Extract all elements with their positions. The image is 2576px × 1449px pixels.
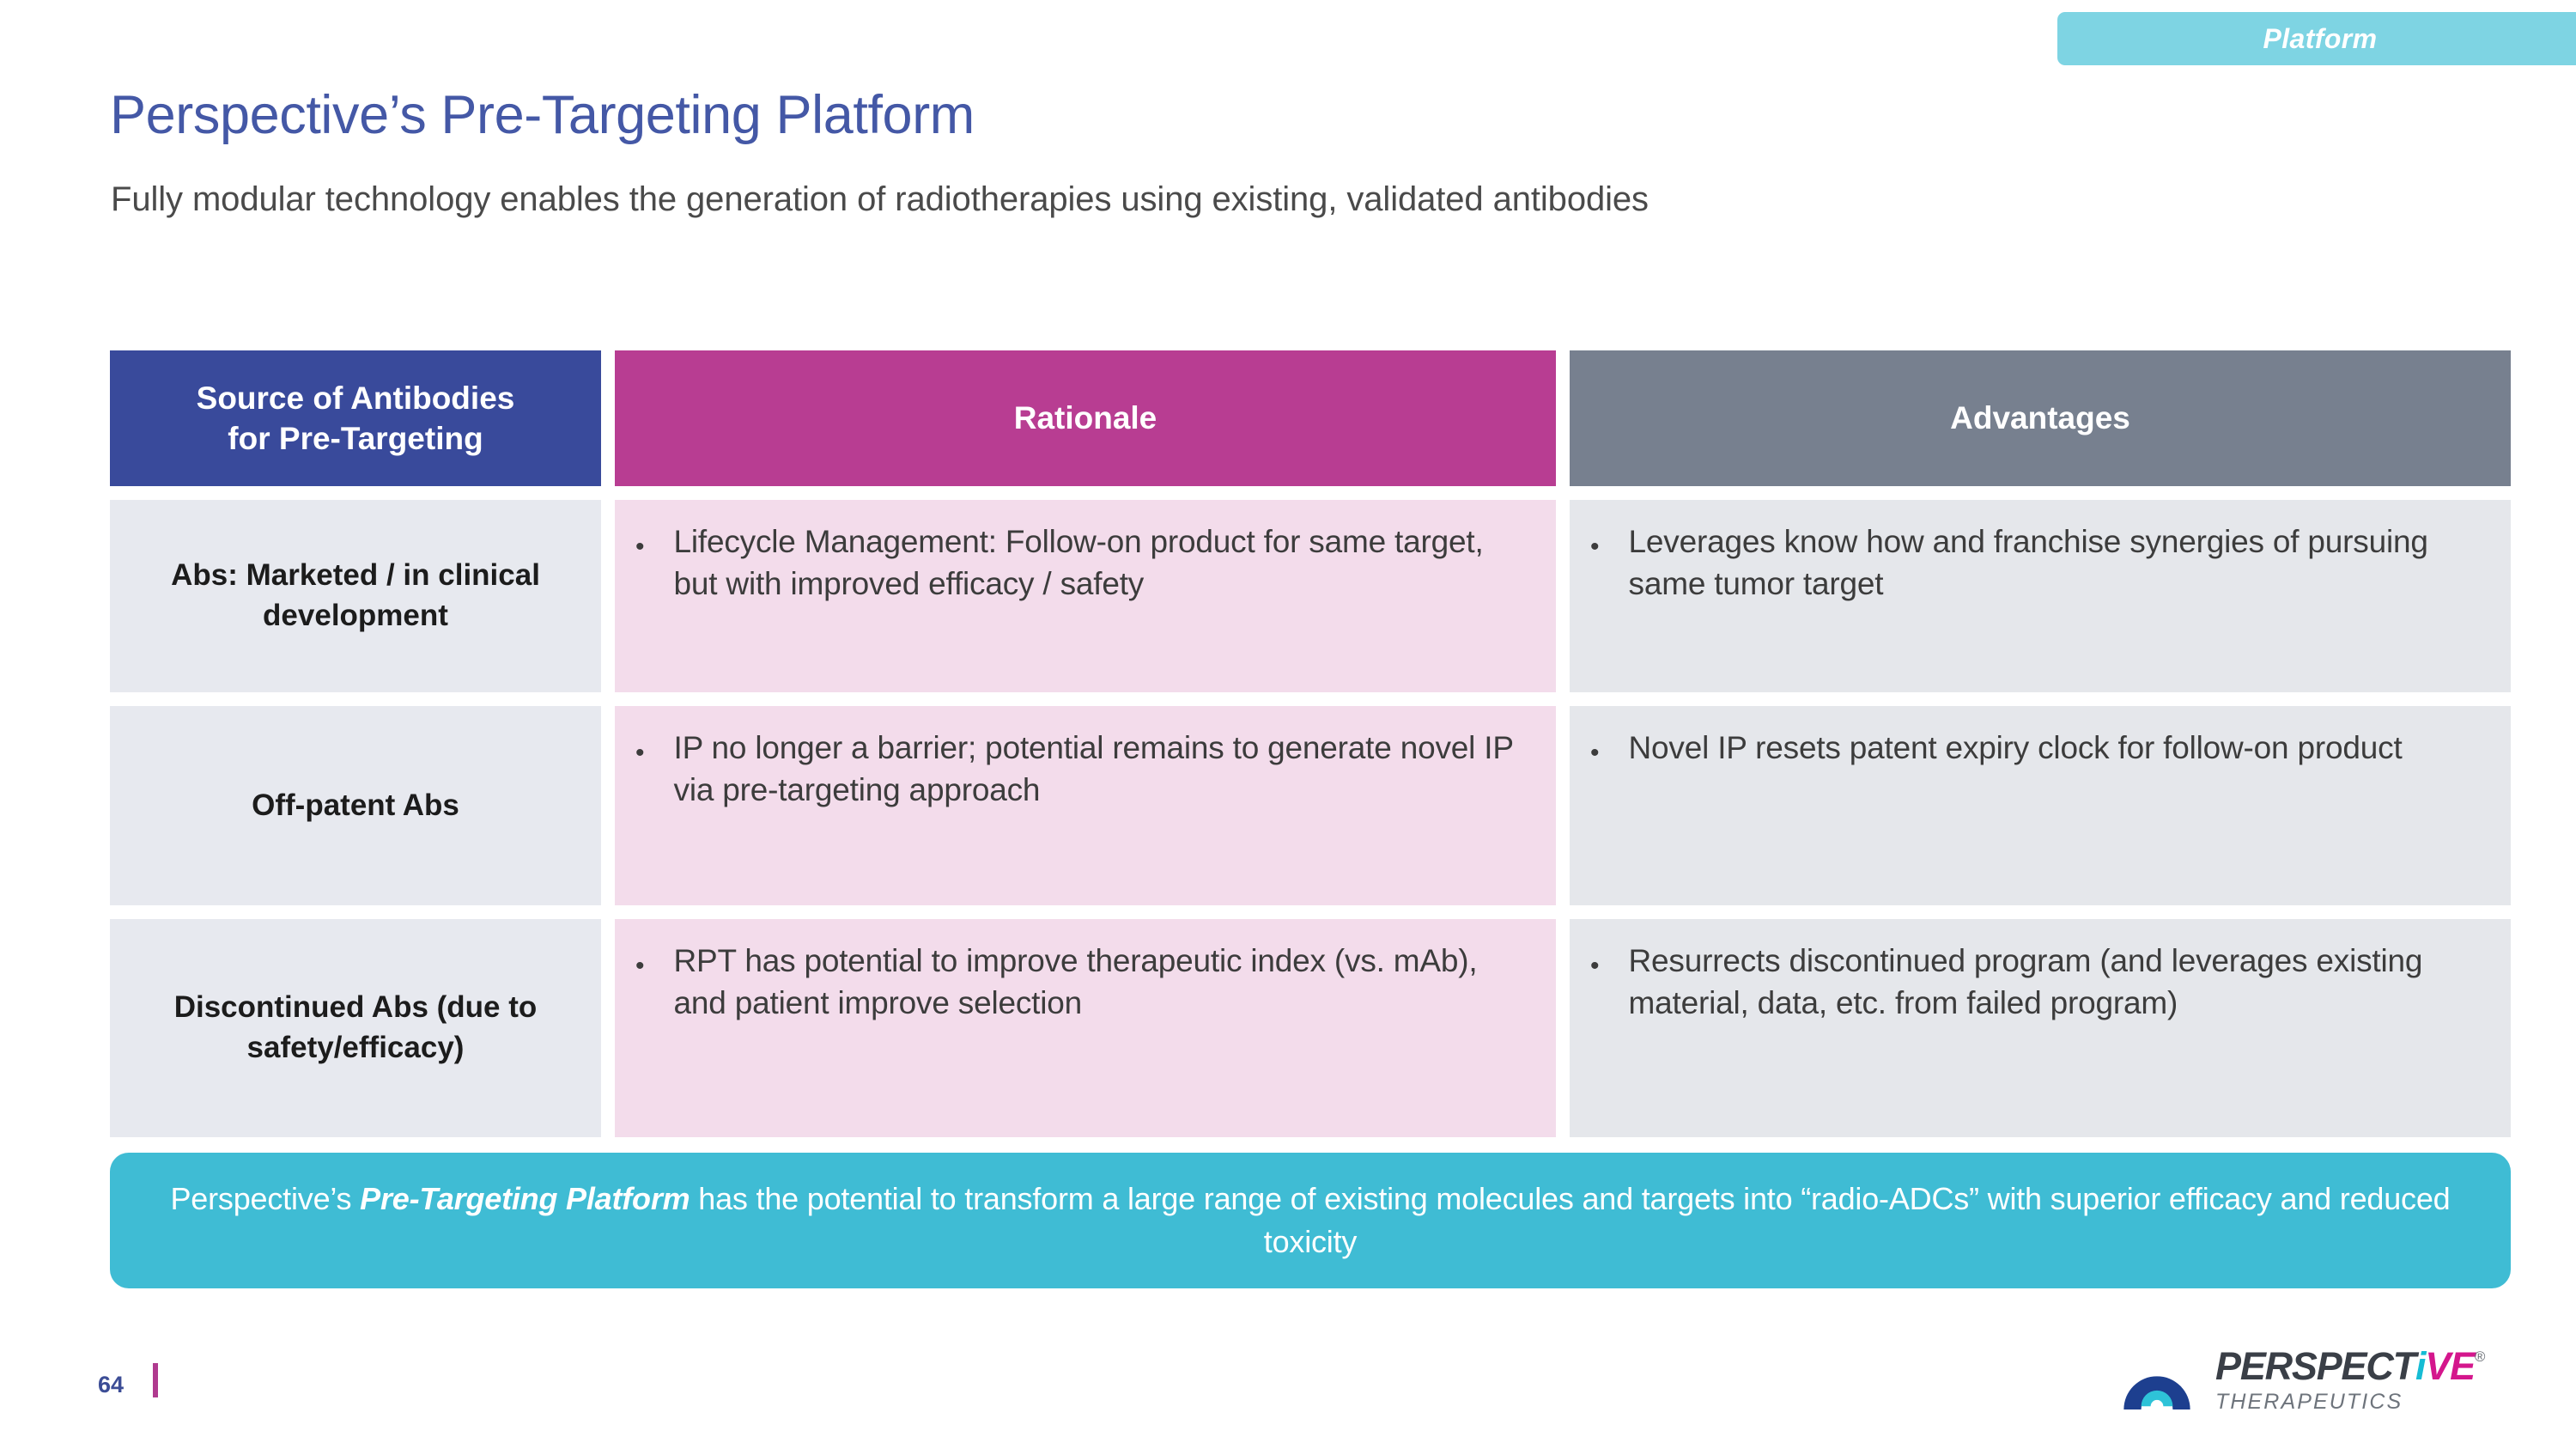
logo-registered-mark: ® [2474, 1348, 2486, 1365]
row-rationale: • RPT has potential to improve therapeut… [615, 919, 1556, 1137]
row-advantages: • Leverages know how and franchise syner… [1570, 500, 2511, 692]
platform-badge: Platform [2057, 12, 2576, 65]
table-row: Discontinued Abs (due to safety/efficacy… [110, 919, 2511, 1137]
summary-banner: Perspective’s Pre-Targeting Platform has… [110, 1153, 2511, 1288]
row-advantages: • Resurrects discontinued program (and l… [1570, 919, 2511, 1137]
row-label: Abs: Marketed / in clinical development [110, 500, 601, 692]
banner-text-before: Perspective’s [170, 1180, 361, 1216]
table-header-rationale: Rationale [615, 350, 1556, 486]
logo-arc-icon [2123, 1376, 2190, 1409]
row-advantages-text: Leverages know how and franchise synergi… [1628, 524, 2428, 602]
bullet-icon: • [635, 739, 645, 767]
platform-badge-label: Platform [2263, 22, 2378, 54]
row-rationale-text: RPT has potential to improve therapeutic… [673, 943, 1478, 1021]
page-subtitle: Fully modular technology enables the gen… [111, 180, 1649, 218]
table-row: Off-patent Abs • IP no longer a barrier;… [110, 706, 2511, 905]
bullet-icon: • [1590, 739, 1600, 767]
table-row: Abs: Marketed / in clinical development … [110, 500, 2511, 692]
table-header-source-line1: Source of Antibodies [196, 380, 515, 416]
logo-name-part1: PERSPECT [2215, 1343, 2416, 1388]
bullet-icon: • [1590, 533, 1600, 561]
logo-tagline: THERAPEUTICS [2215, 1389, 2403, 1414]
banner-text-emphasis: Pre-Targeting Platform [360, 1180, 690, 1216]
comparison-table: Source of Antibodies for Pre-Targeting R… [110, 350, 2511, 1137]
summary-banner-text: Perspective’s Pre-Targeting Platform has… [144, 1178, 2476, 1264]
table-header-row: Source of Antibodies for Pre-Targeting R… [110, 350, 2511, 486]
table-header-advantages: Advantages [1570, 350, 2511, 486]
row-advantages-text: Novel IP resets patent expiry clock for … [1628, 730, 2403, 765]
table-header-source: Source of Antibodies for Pre-Targeting [110, 350, 601, 486]
row-rationale: • Lifecycle Management: Follow-on produc… [615, 500, 1556, 692]
logo-name-part2: i [2415, 1343, 2427, 1388]
table-header-source-line2: for Pre-Targeting [228, 421, 483, 456]
page-title: Perspective’s Pre-Targeting Platform [110, 85, 975, 145]
page-number: 64 [98, 1372, 125, 1397]
logo-name-part3: VE [2425, 1343, 2476, 1388]
row-rationale: • IP no longer a barrier; potential rema… [615, 706, 1556, 905]
row-advantages: • Novel IP resets patent expiry clock fo… [1570, 706, 2511, 905]
row-label: Off-patent Abs [110, 706, 601, 905]
banner-text-after: has the potential to transform a large r… [690, 1180, 2451, 1259]
row-rationale-text: Lifecycle Management: Follow-on product … [673, 524, 1484, 602]
page-divider [153, 1363, 158, 1397]
row-label: Discontinued Abs (due to safety/efficacy… [110, 919, 601, 1137]
bullet-icon: • [1590, 952, 1600, 980]
row-advantages-text: Resurrects discontinued program (and lev… [1628, 943, 2423, 1021]
bullet-icon: • [635, 952, 645, 980]
row-rationale-text: IP no longer a barrier; potential remain… [673, 730, 1514, 808]
bullet-icon: • [635, 533, 645, 561]
